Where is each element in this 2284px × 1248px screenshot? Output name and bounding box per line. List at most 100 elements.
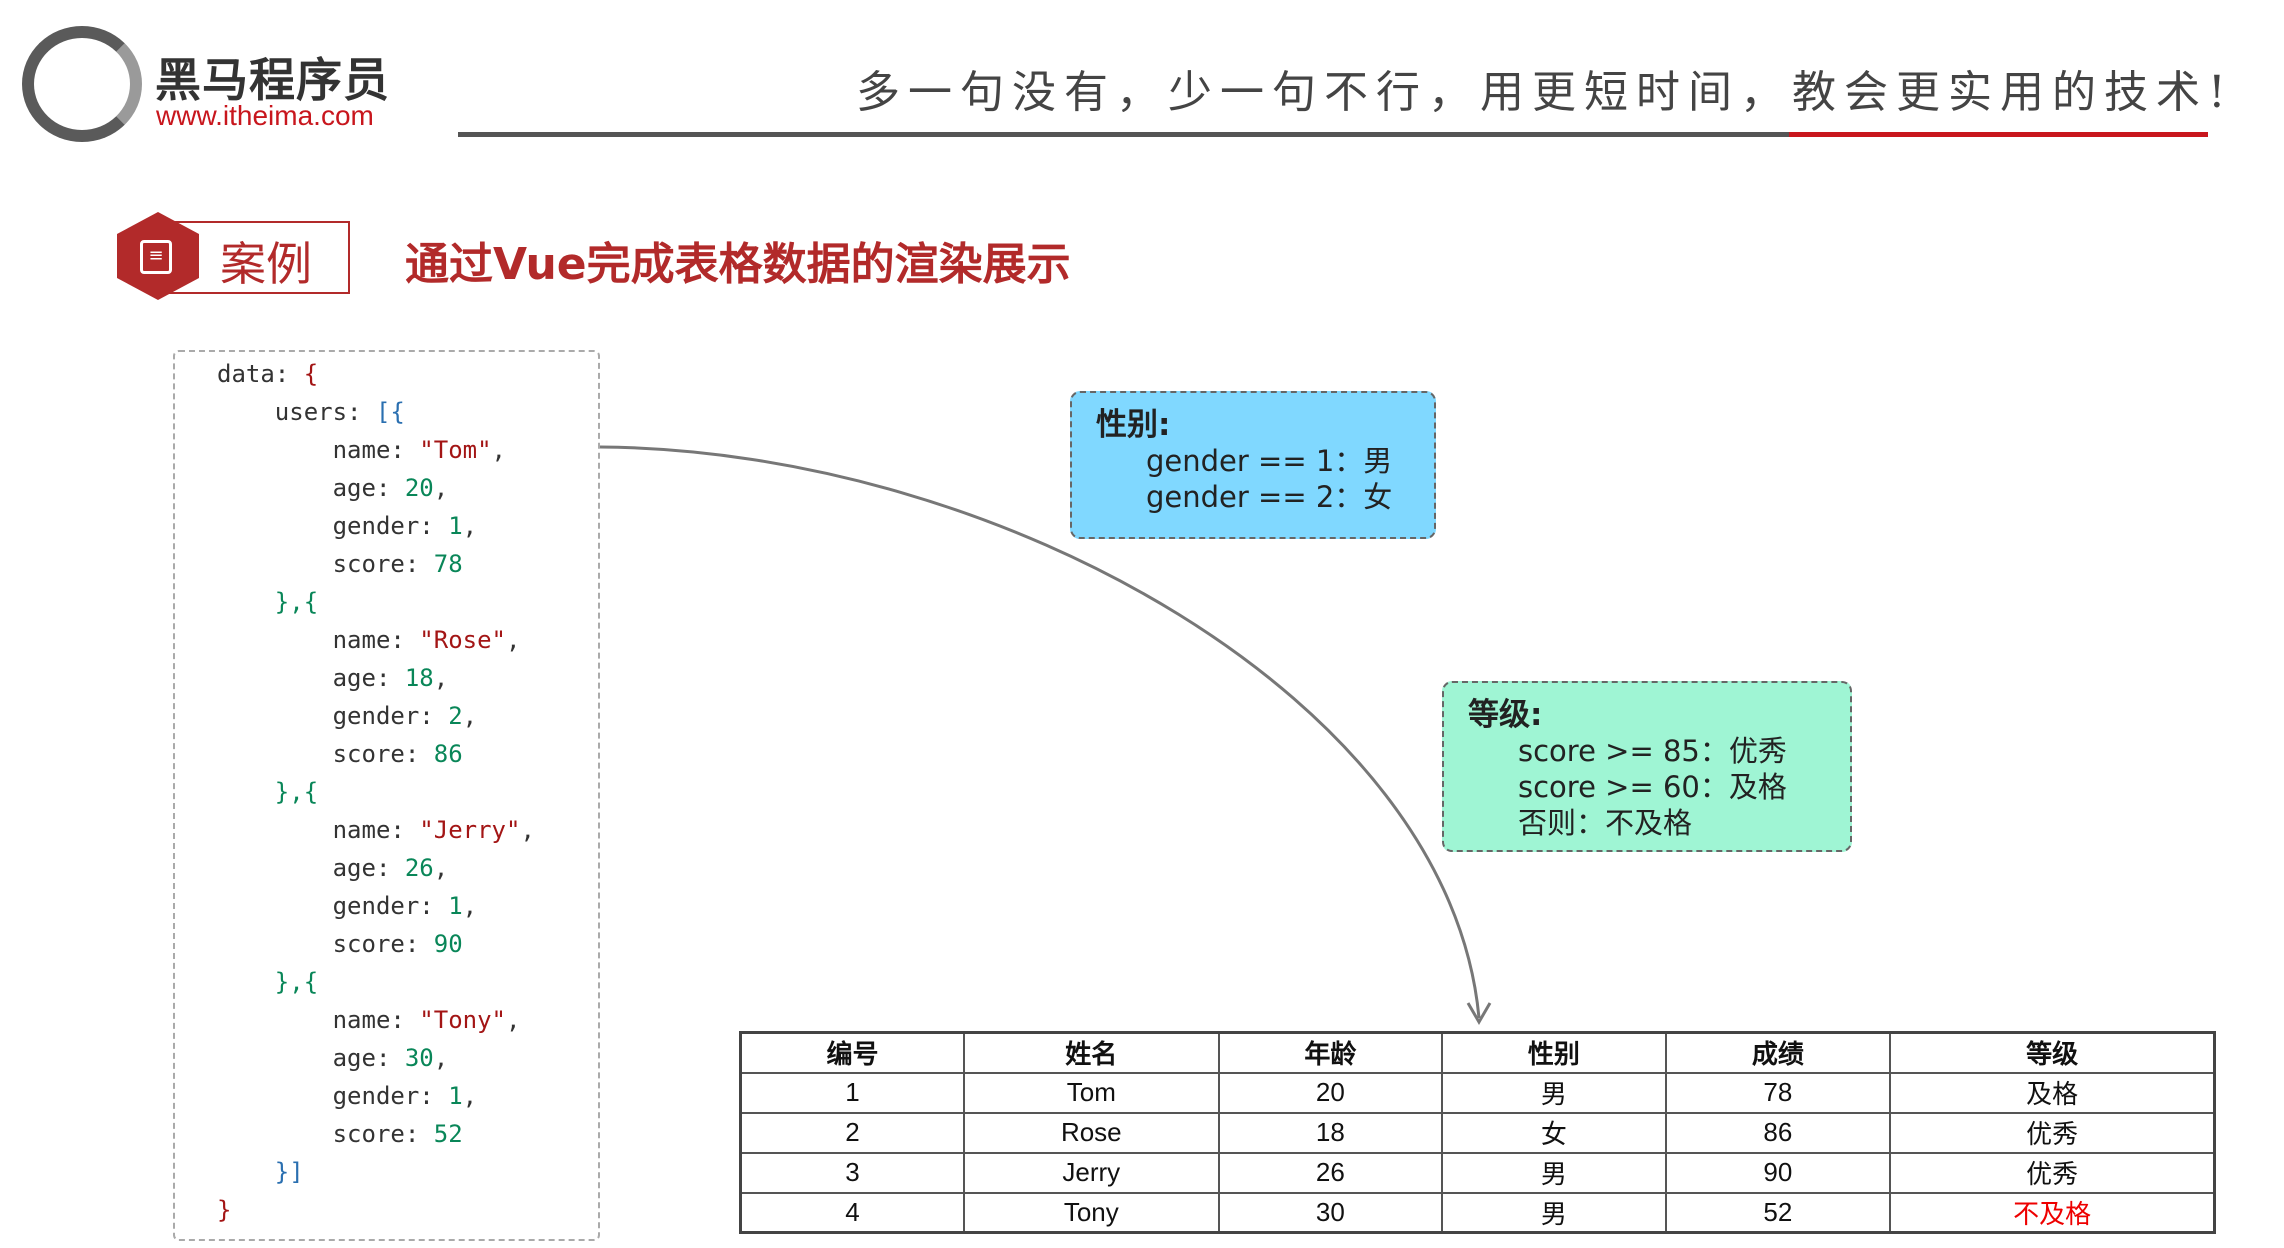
code-token: gender: [217, 512, 449, 540]
code-token: age: [217, 474, 405, 502]
table-cell: 20 [1217, 1071, 1444, 1114]
header-cell: 姓名 [963, 1031, 1220, 1074]
code-line: },{ [217, 588, 318, 616]
grade-note: 等级: score >= 85：优秀 score >= 60：及格 否则：不及格 [1442, 681, 1852, 852]
code-block [173, 350, 600, 1241]
code-token: , [506, 626, 521, 654]
code-token: },{ [217, 968, 319, 996]
code-token: "Tony" [419, 1006, 506, 1034]
code-token: [{ [375, 398, 405, 426]
table-cell: 不及格 [1889, 1191, 2216, 1234]
table-cell: 男 [1441, 1151, 1667, 1194]
table-cell: 男 [1441, 1191, 1667, 1234]
code-line: }] [217, 1158, 304, 1186]
grade-note-line: score >= 85：优秀 [1518, 734, 1787, 768]
code-token: name: [217, 816, 420, 844]
slogan: 多一句没有，少一句不行，用更短时间，教会更实用的技术! [856, 67, 2234, 118]
code-token: gender: [217, 1082, 449, 1110]
code-token: "Jerry" [419, 816, 521, 844]
code-token: age: [217, 664, 405, 692]
badge-label: 案例 [220, 237, 312, 291]
table-cell: 86 [1664, 1111, 1892, 1154]
code-line: score: 78 [217, 550, 463, 578]
code-token: gender: [217, 702, 449, 730]
table-cell: 男 [1441, 1071, 1667, 1114]
code-token: 52 [433, 1120, 463, 1148]
code-token: 1 [448, 1082, 463, 1110]
gender-note-line: gender == 1：男 [1146, 444, 1393, 478]
code-token: age: [217, 854, 405, 882]
table-cell: Rose [963, 1111, 1220, 1154]
page-title: 通过Vue完成表格数据的渲染展示 [405, 239, 1071, 290]
code-token: 78 [433, 550, 463, 578]
code-line: score: 90 [217, 930, 463, 958]
header-divider-accent [1789, 132, 2208, 137]
code-token: name: [217, 1006, 420, 1034]
code-token: { [303, 360, 319, 388]
code-line: score: 86 [217, 740, 463, 768]
table-cell: 4 [739, 1191, 966, 1234]
code-token: 86 [433, 740, 463, 768]
gender-note-line: gender == 2：女 [1146, 480, 1393, 514]
code-token: 2 [448, 702, 463, 730]
code-token: age: [217, 1044, 405, 1072]
table-cell: Tony [963, 1191, 1220, 1234]
code-token: score: [217, 550, 434, 578]
table-cell: 优秀 [1889, 1111, 2216, 1154]
gender-note: 性别: gender == 1：男 gender == 2：女 [1070, 391, 1436, 539]
grade-note-title: 等级: [1468, 697, 1543, 733]
table-cell: 女 [1441, 1111, 1667, 1154]
table-cell: 30 [1217, 1191, 1444, 1234]
code-line: age: 26, [217, 854, 449, 882]
code-line: name: "Tom", [217, 436, 506, 464]
code-token: , [491, 436, 506, 464]
code-line: data: { [217, 360, 318, 388]
header-cell: 编号 [739, 1031, 966, 1074]
code-token: "Rose" [419, 626, 506, 654]
code-line: gender: 2, [217, 702, 478, 730]
code-token: 90 [433, 930, 463, 958]
header-cell: 成绩 [1664, 1031, 1892, 1074]
code-token: } [217, 1196, 232, 1224]
code-line: name: "Rose", [217, 626, 521, 654]
code-token: , [462, 892, 478, 920]
code-token: , [520, 816, 535, 844]
code-line: age: 18, [217, 664, 449, 692]
code-token: },{ [217, 778, 319, 806]
logo-name: 黑马程序员 [155, 53, 390, 107]
code-line: users: [{ [217, 398, 405, 426]
code-token: , [462, 1082, 478, 1110]
code-line: age: 30, [217, 1044, 449, 1072]
code-token: , [506, 1006, 521, 1034]
code-token: , [433, 474, 449, 502]
grade-note-line: score >= 60：及格 [1518, 770, 1787, 804]
code-token: , [462, 702, 478, 730]
code-token: score: [217, 1120, 434, 1148]
code-line: gender: 1, [217, 892, 478, 920]
code-token: 26 [404, 854, 434, 882]
table-cell: 2 [739, 1111, 966, 1154]
code-line: } [217, 1196, 231, 1224]
code-token: },{ [217, 588, 319, 616]
table-cell: 及格 [1889, 1071, 2216, 1114]
table-cell: Tom [963, 1071, 1220, 1114]
code-token: score: [217, 930, 434, 958]
code-token: , [462, 512, 478, 540]
table-cell: 78 [1664, 1071, 1892, 1114]
header-cell: 年龄 [1217, 1031, 1444, 1074]
code-token: , [433, 1044, 449, 1072]
table-cell: 1 [739, 1071, 966, 1114]
code-token: score: [217, 740, 434, 768]
header-cell: 等级 [1889, 1031, 2216, 1074]
table-header-row: 编号 姓名 年龄 性别 成绩 等级 [739, 1031, 2216, 1074]
grade-note-line: 否则：不及格 [1518, 806, 1693, 840]
code-line: age: 20, [217, 474, 449, 502]
code-token: 1 [448, 892, 463, 920]
code-token: 18 [404, 664, 434, 692]
table-cell: Jerry [963, 1151, 1220, 1194]
table-cell: 3 [739, 1151, 966, 1194]
